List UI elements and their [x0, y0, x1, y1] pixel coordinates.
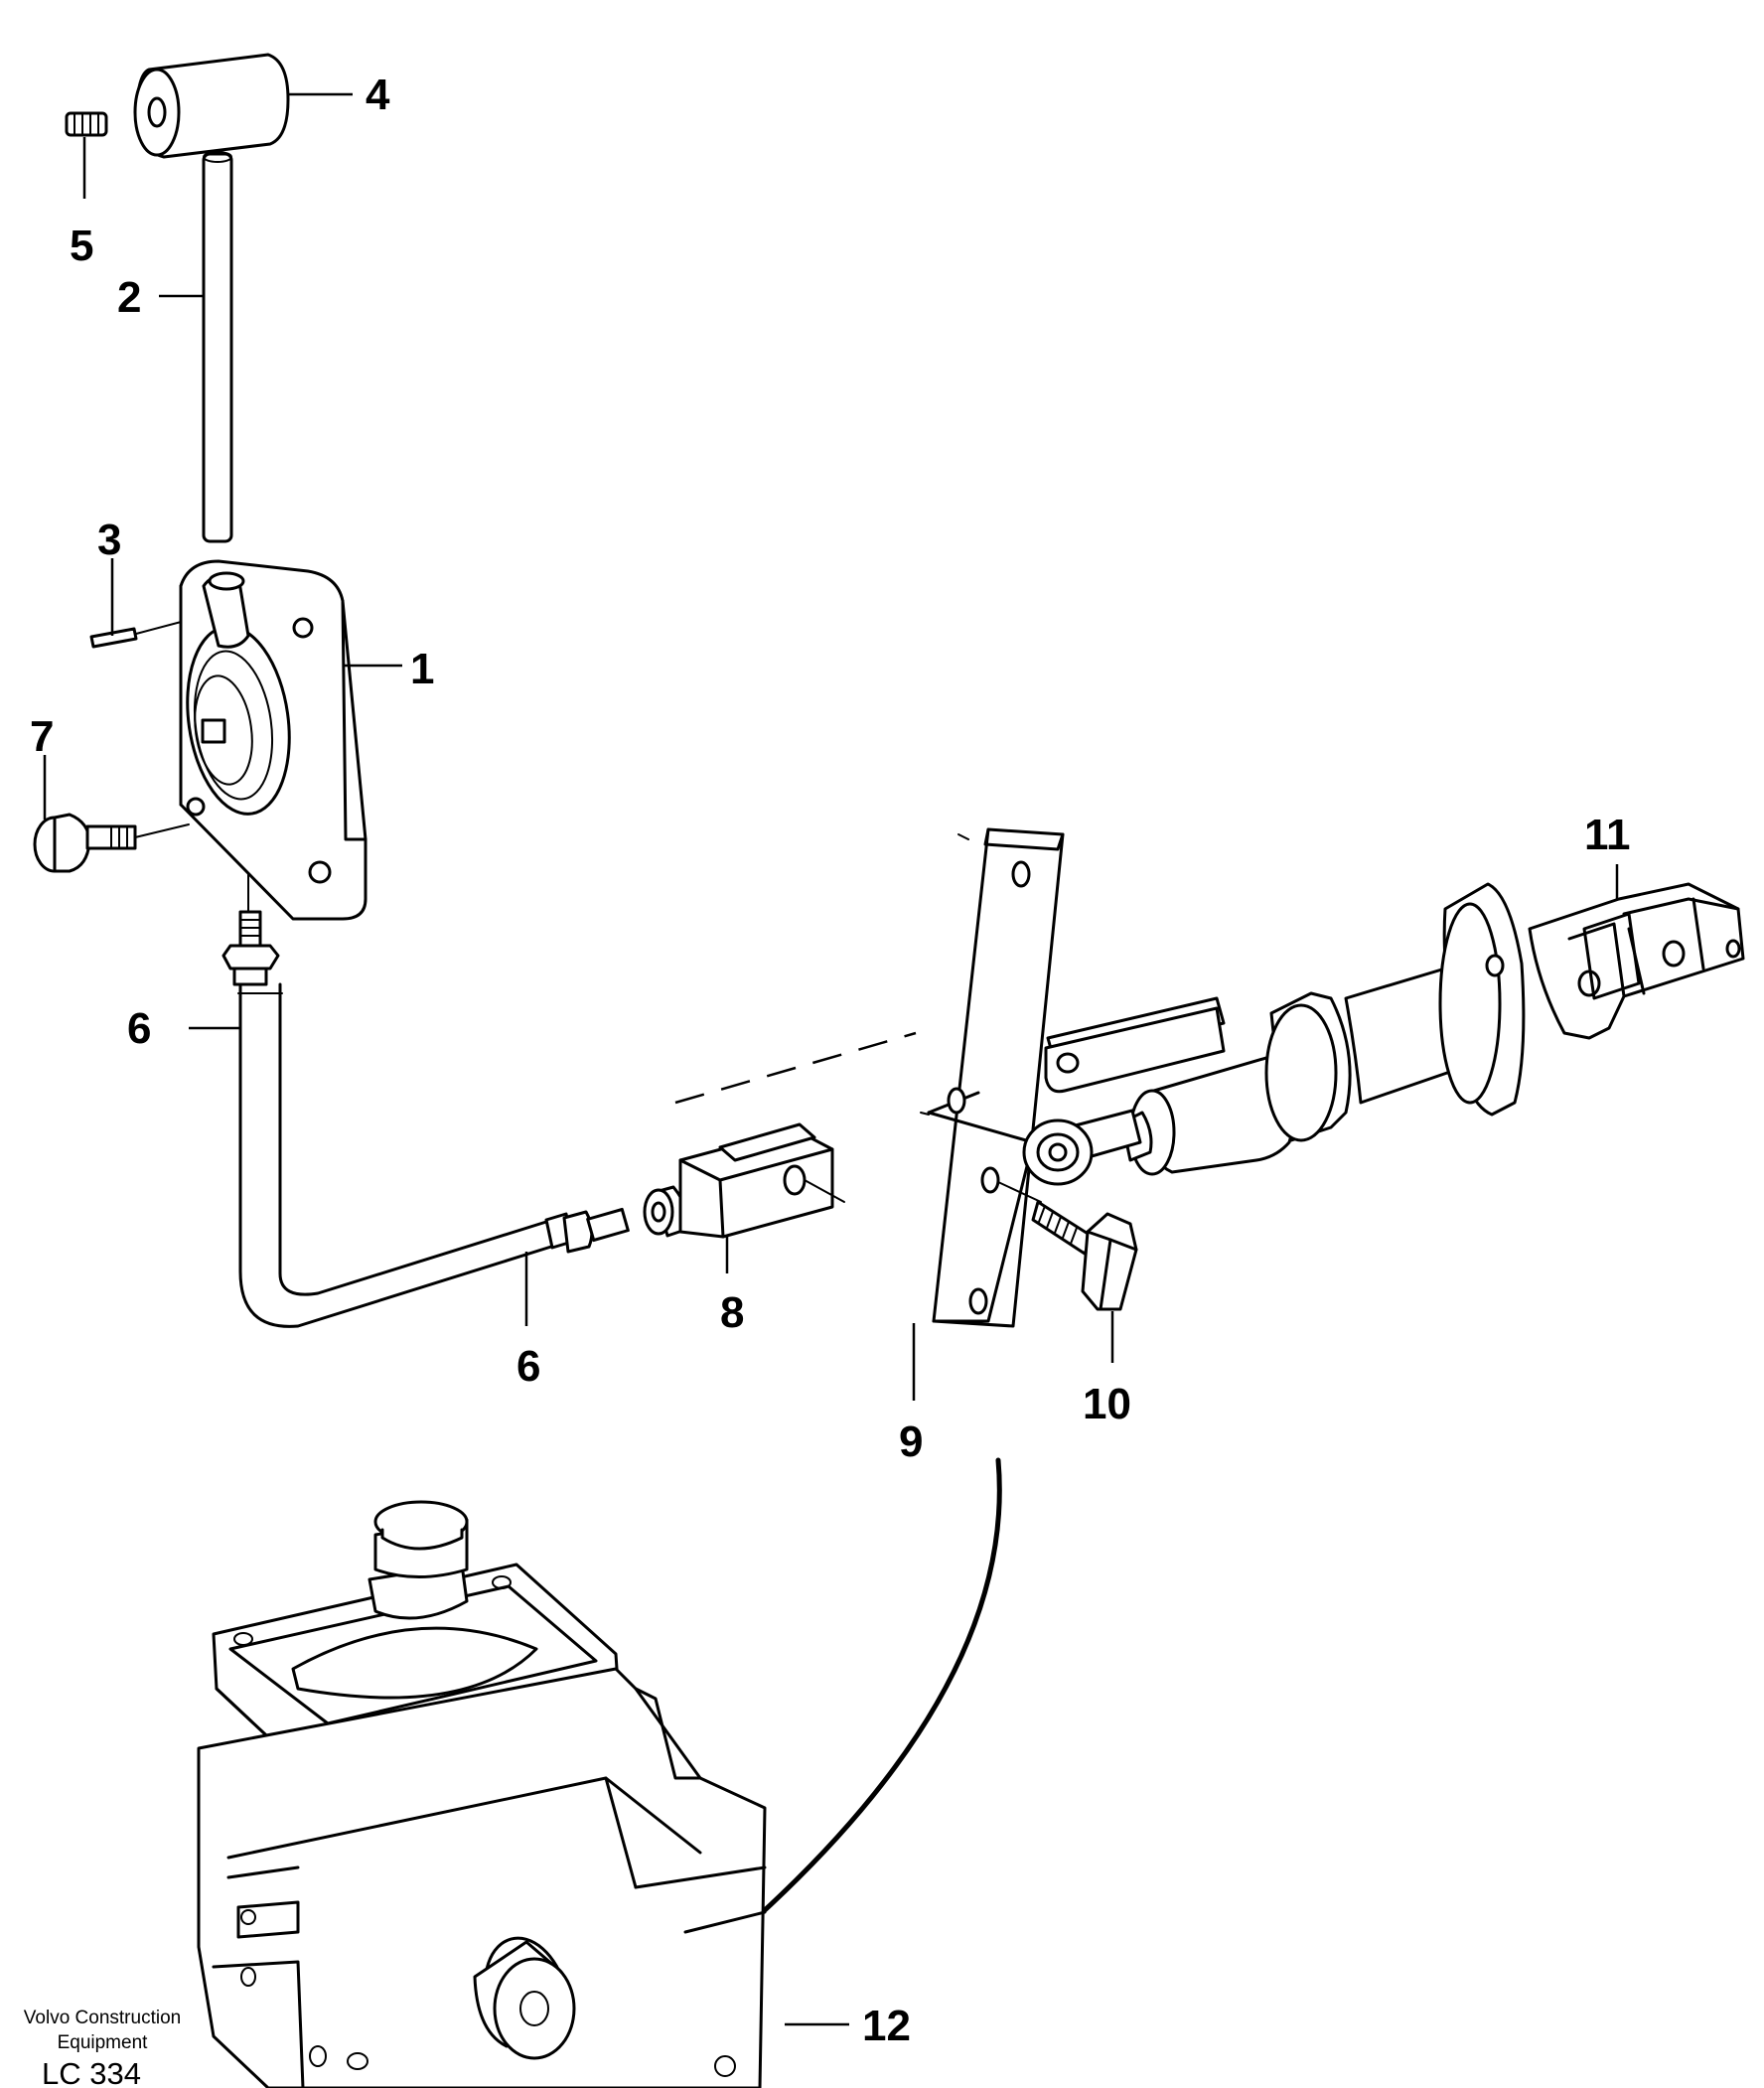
callout-5: 5 — [70, 222, 93, 270]
part-1-housing — [179, 559, 368, 921]
part-12-pump — [197, 1500, 767, 2088]
callout-3: 3 — [97, 516, 121, 564]
callout-10: 10 — [1083, 1380, 1131, 1428]
part-9-lever — [920, 827, 1065, 1328]
callout-11: 11 — [1584, 811, 1631, 859]
diagram-code: LC 334 — [42, 2056, 141, 2088]
callout-9: 9 — [899, 1417, 923, 1466]
alignment-dashed-line — [674, 1031, 917, 1105]
part-10-bolt — [997, 1181, 1138, 1311]
credit-line-1: Volvo Construction — [24, 2008, 181, 2028]
callout-12: 12 — [862, 2002, 911, 2050]
callout-8: 8 — [720, 1288, 744, 1337]
callout-4: 4 — [366, 71, 390, 119]
callout-1: 1 — [410, 645, 434, 693]
credit-block: Volvo Construction Equipment LC 334 — [24, 2008, 181, 2088]
part-6-cable — [221, 873, 630, 1328]
leader-lines — [43, 92, 1619, 2026]
callout-6-lower: 6 — [516, 1342, 540, 1391]
callout-7: 7 — [30, 712, 54, 761]
callout-2: 2 — [117, 273, 141, 322]
callouts: 4 5 2 3 1 7 6 6 8 9 10 11 12 — [30, 71, 1631, 2050]
part-2-rod — [202, 151, 233, 543]
part-11-cylinder — [1022, 882, 1745, 1186]
credit-line-2: Equipment — [58, 2032, 149, 2053]
callout-6-upper: 6 — [127, 1004, 151, 1053]
part-4-knob — [133, 53, 290, 159]
part-7-bolt — [33, 813, 190, 873]
part-8-clevis — [643, 1122, 845, 1239]
part-5-set-screw — [65, 111, 108, 137]
